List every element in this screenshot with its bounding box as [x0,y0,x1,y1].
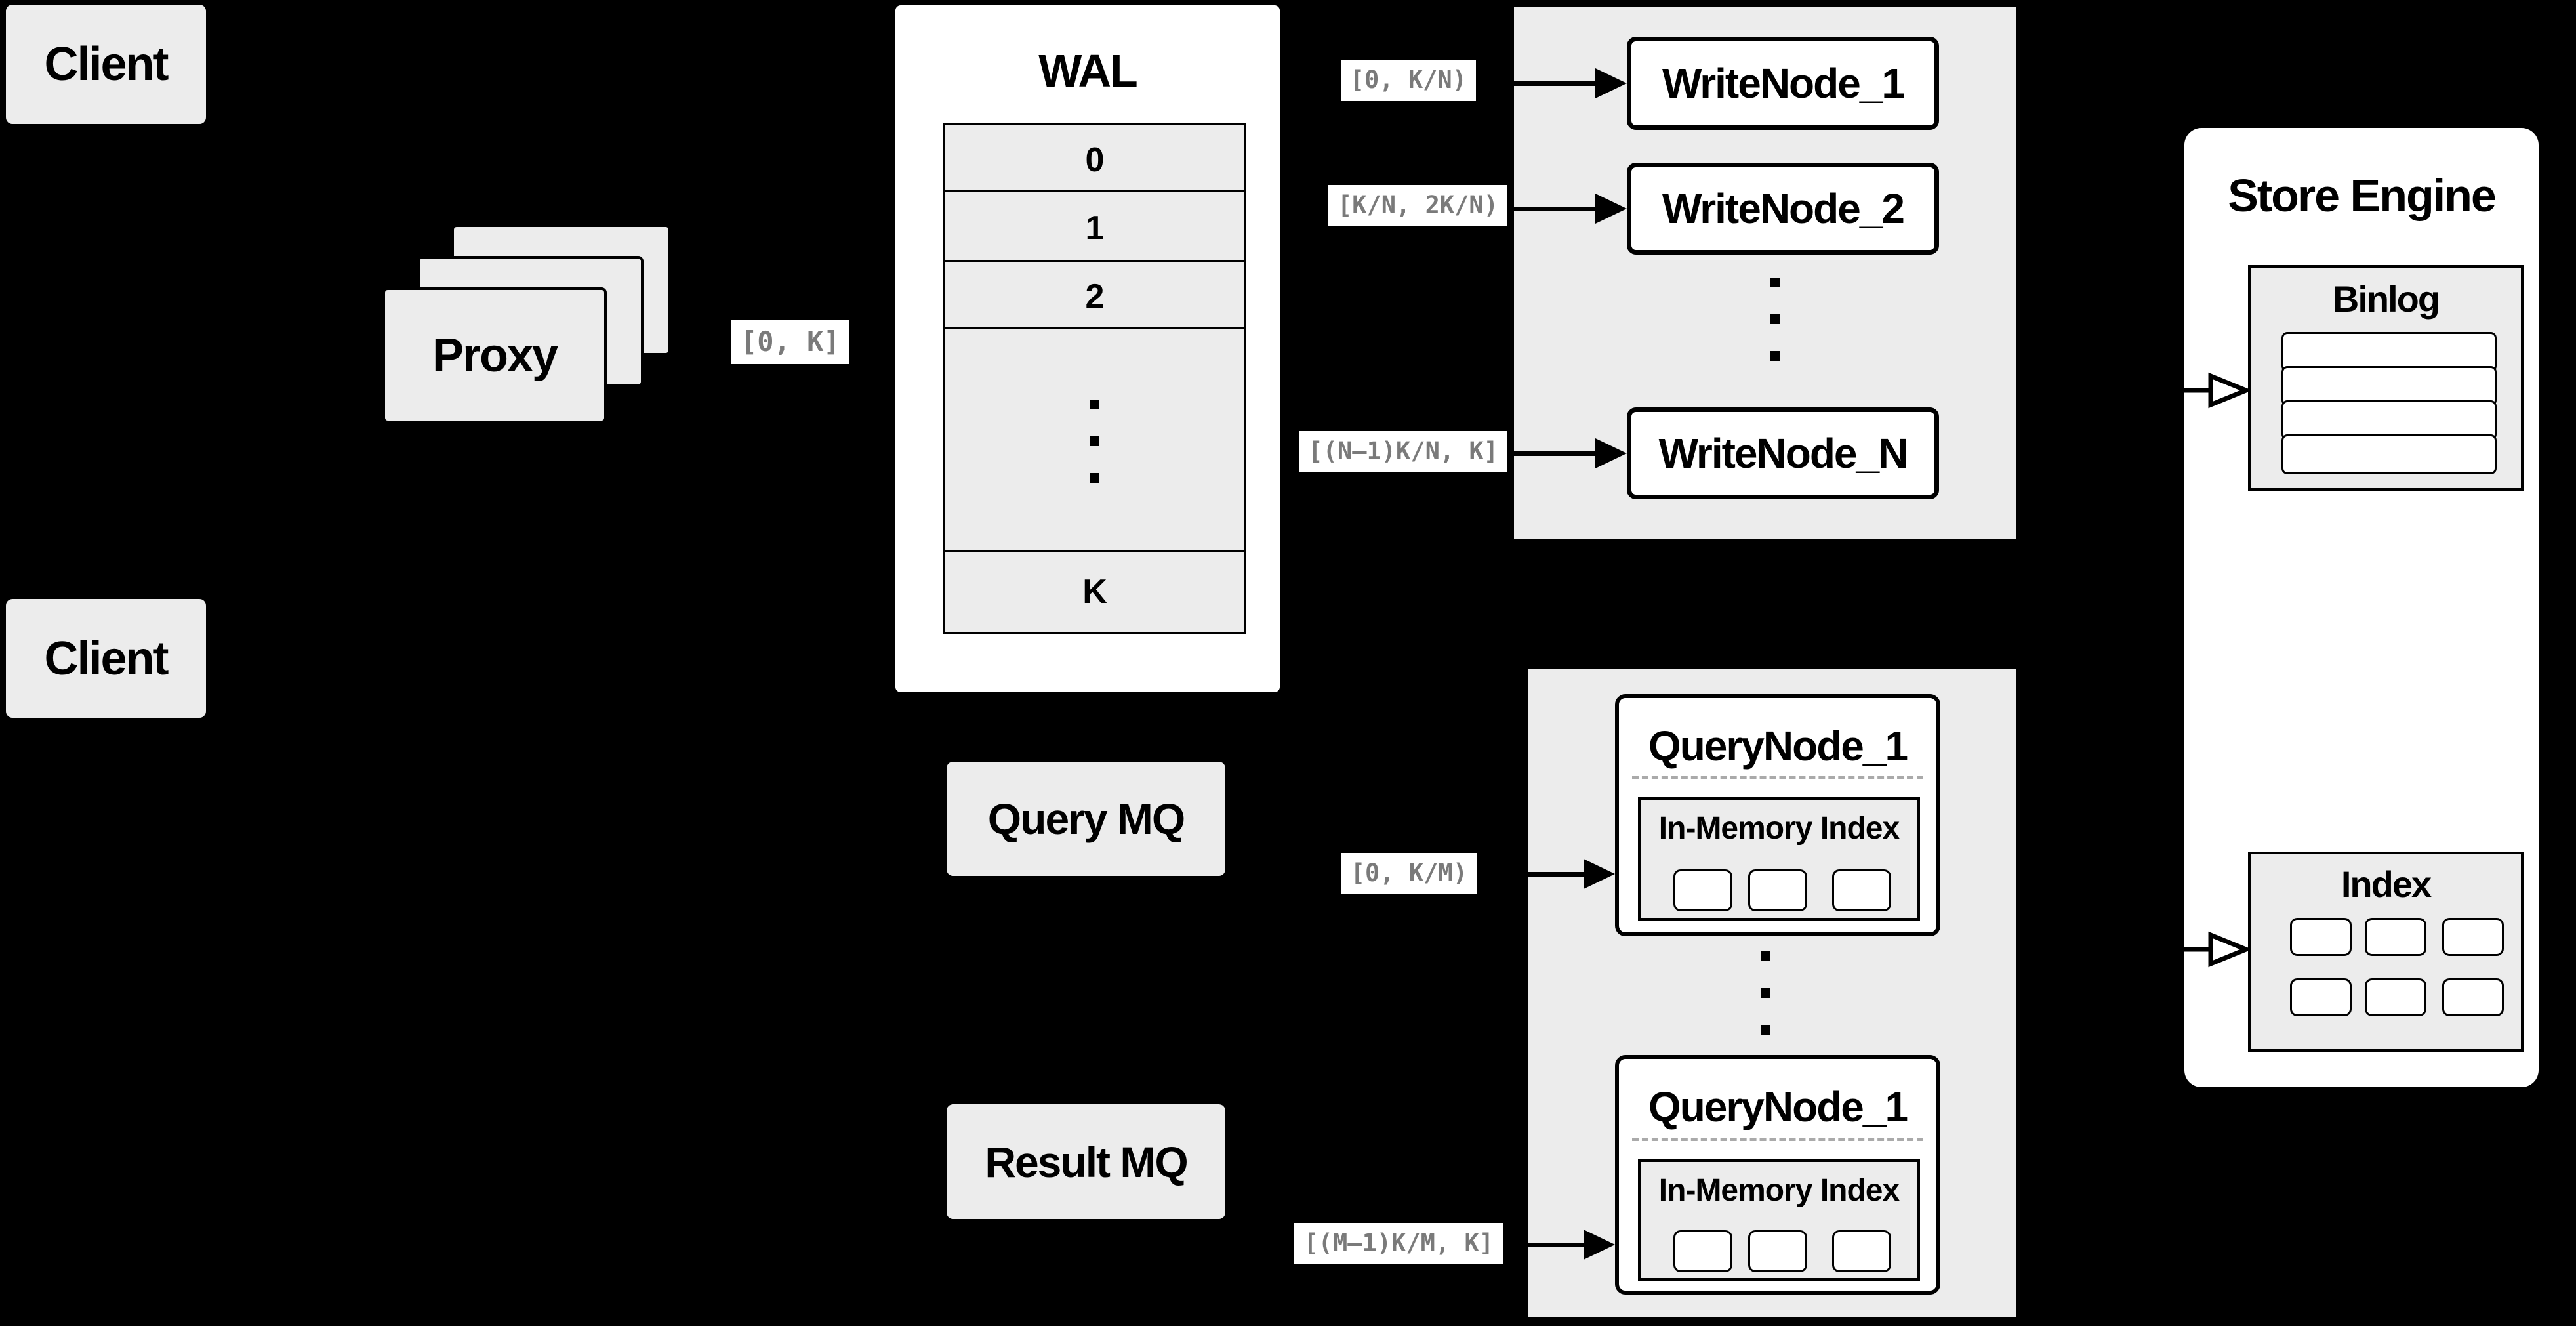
query-node-top: QueryNode_1 In-Memory Index [1615,694,1940,936]
store-engine-title: Store Engine [2228,170,2497,221]
binlog-slot [2281,366,2497,406]
segment-cell [1673,1230,1732,1272]
range-chip-write-n: [(N–1)K/N, K] [1299,431,1507,472]
range-chip-proxy-out: [0, K] [731,320,849,365]
binlog-box: Binlog [2248,265,2524,491]
dashed-divider [1632,1138,1923,1141]
arrow-right-icon [1476,81,1598,86]
arrow-head-icon [1584,859,1615,889]
wal-title: WAL [1038,45,1138,96]
wal-panel: WAL 0 1 2 K [895,5,1280,692]
segment-cell [1748,1230,1807,1272]
open-arrow-right-icon [2153,372,2251,409]
write-node-n: WriteNode_N [1627,407,1939,499]
write-node-2: WriteNode_2 [1627,163,1939,255]
range-chip-write-2: [K/N, 2K/N) [1328,185,1507,226]
result-mq-box: Result MQ [947,1104,1225,1219]
client-label: Client [44,632,169,685]
arrow-head-icon [1595,438,1627,468]
index-cell [2442,918,2504,956]
binlog-slot [2281,332,2497,372]
index-cell [2365,978,2426,1016]
in-memory-index-box: In-Memory Index [1638,1159,1920,1281]
wal-row: 0 [943,123,1246,196]
dashed-divider [1632,776,1923,779]
index-box: Index [2248,852,2524,1052]
client-box-bottom: Client [6,599,206,718]
open-arrow-right-icon [2153,931,2251,968]
arrow-right-icon [1477,872,1586,877]
range-chip-query-1: [0, K/M) [1341,853,1477,894]
in-memory-index-box: In-Memory Index [1638,797,1920,921]
arrow-right-icon [1507,451,1598,456]
index-title: Index [2341,863,2432,905]
arrow-head-icon [1584,1230,1615,1260]
wal-row: 1 [943,190,1246,266]
query-node-title: QueryNode_1 [1648,722,1908,770]
arrow-right-icon [1507,207,1598,211]
store-engine-panel: Store Engine Binlog Index [2184,128,2539,1087]
binlog-slot [2281,400,2497,440]
query-mq-box: Query MQ [947,762,1225,876]
ellipsis-dots-icon [1770,278,1780,361]
arrow-head-icon [1595,194,1627,224]
arrow-head-icon [1595,68,1627,98]
wal-row: 2 [943,260,1246,333]
segment-cell [1673,869,1732,911]
range-chip-query-m: [(M–1)K/M, K] [1294,1223,1503,1264]
segment-cell [1748,869,1807,911]
index-cell [2442,978,2504,1016]
binlog-slot [2281,434,2497,474]
index-cell [2365,918,2426,956]
segment-cell [1832,869,1891,911]
wal-table: 0 1 2 K [943,123,1246,635]
ellipsis-dots-icon [1089,400,1099,483]
ellipsis-dots-icon [1761,951,1770,1035]
arrow-right-icon [1503,1243,1586,1247]
client-box-top: Client [6,5,206,124]
proxy-card-front: Proxy [382,287,607,423]
binlog-title: Binlog [2332,278,2440,320]
query-node-bottom: QueryNode_1 In-Memory Index [1615,1055,1940,1295]
in-memory-index-title: In-Memory Index [1658,1172,1900,1208]
index-cell [2290,978,2352,1016]
query-node-title: QueryNode_1 [1648,1083,1908,1130]
segment-cell [1832,1230,1891,1272]
wal-row-ellipsis [943,327,1246,556]
write-node-1: WriteNode_1 [1627,37,1939,130]
index-cell [2290,918,2352,956]
proxy-label: Proxy [432,329,558,382]
wal-row: K [943,550,1246,634]
client-label: Client [44,38,169,91]
range-chip-write-1: [0, K/N) [1340,60,1476,101]
in-memory-index-title: In-Memory Index [1658,810,1900,846]
